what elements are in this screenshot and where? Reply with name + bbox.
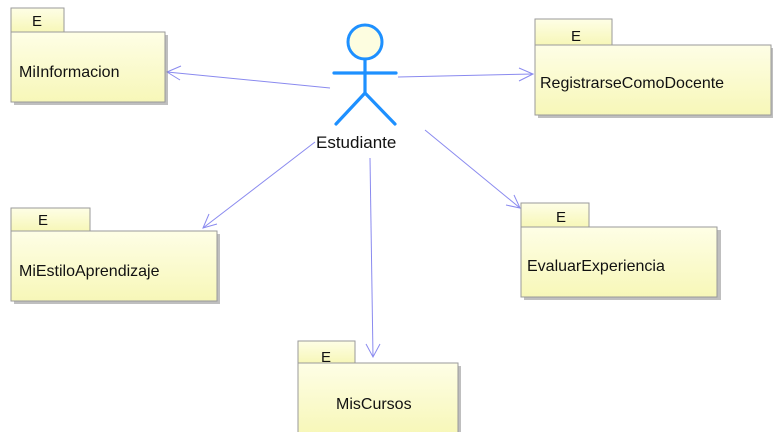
actor-name: Estudiante <box>316 133 396 152</box>
package-name: EvaluarExperiencia <box>527 258 665 275</box>
package-name: RegistrarseComoDocente <box>540 75 724 92</box>
association-miinformacion[interactable] <box>165 65 331 89</box>
association-registrarse[interactable] <box>397 67 535 82</box>
package-evaluar[interactable]: E EvaluarExperiencia <box>520 202 721 300</box>
package-registrarse[interactable]: E RegistrarseComoDocente <box>534 18 773 118</box>
package-stereotype: E <box>38 212 48 229</box>
package-stereotype: E <box>556 209 566 226</box>
actor-head-icon <box>346 23 384 61</box>
package-name: MisCursos <box>336 396 412 413</box>
package-stereotype: E <box>32 13 42 30</box>
association-evaluar[interactable] <box>424 129 521 209</box>
association-miestilo[interactable] <box>202 141 316 229</box>
package-name: MiInformacion <box>19 64 119 81</box>
package-miscursos[interactable]: E MisCursos <box>297 340 461 432</box>
package-miinformacion[interactable]: E MiInformacion <box>10 7 168 105</box>
package-stereotype: E <box>321 349 331 366</box>
associations <box>165 65 535 359</box>
package-miestilo[interactable]: E MiEstiloAprendizaje <box>10 207 220 304</box>
association-miscursos[interactable] <box>365 157 381 359</box>
package-name: MiEstiloAprendizaje <box>19 263 160 280</box>
actor-estudiante[interactable]: Estudiante <box>316 23 398 152</box>
actor-figure-icon <box>332 57 398 126</box>
package-stereotype: E <box>571 28 581 45</box>
